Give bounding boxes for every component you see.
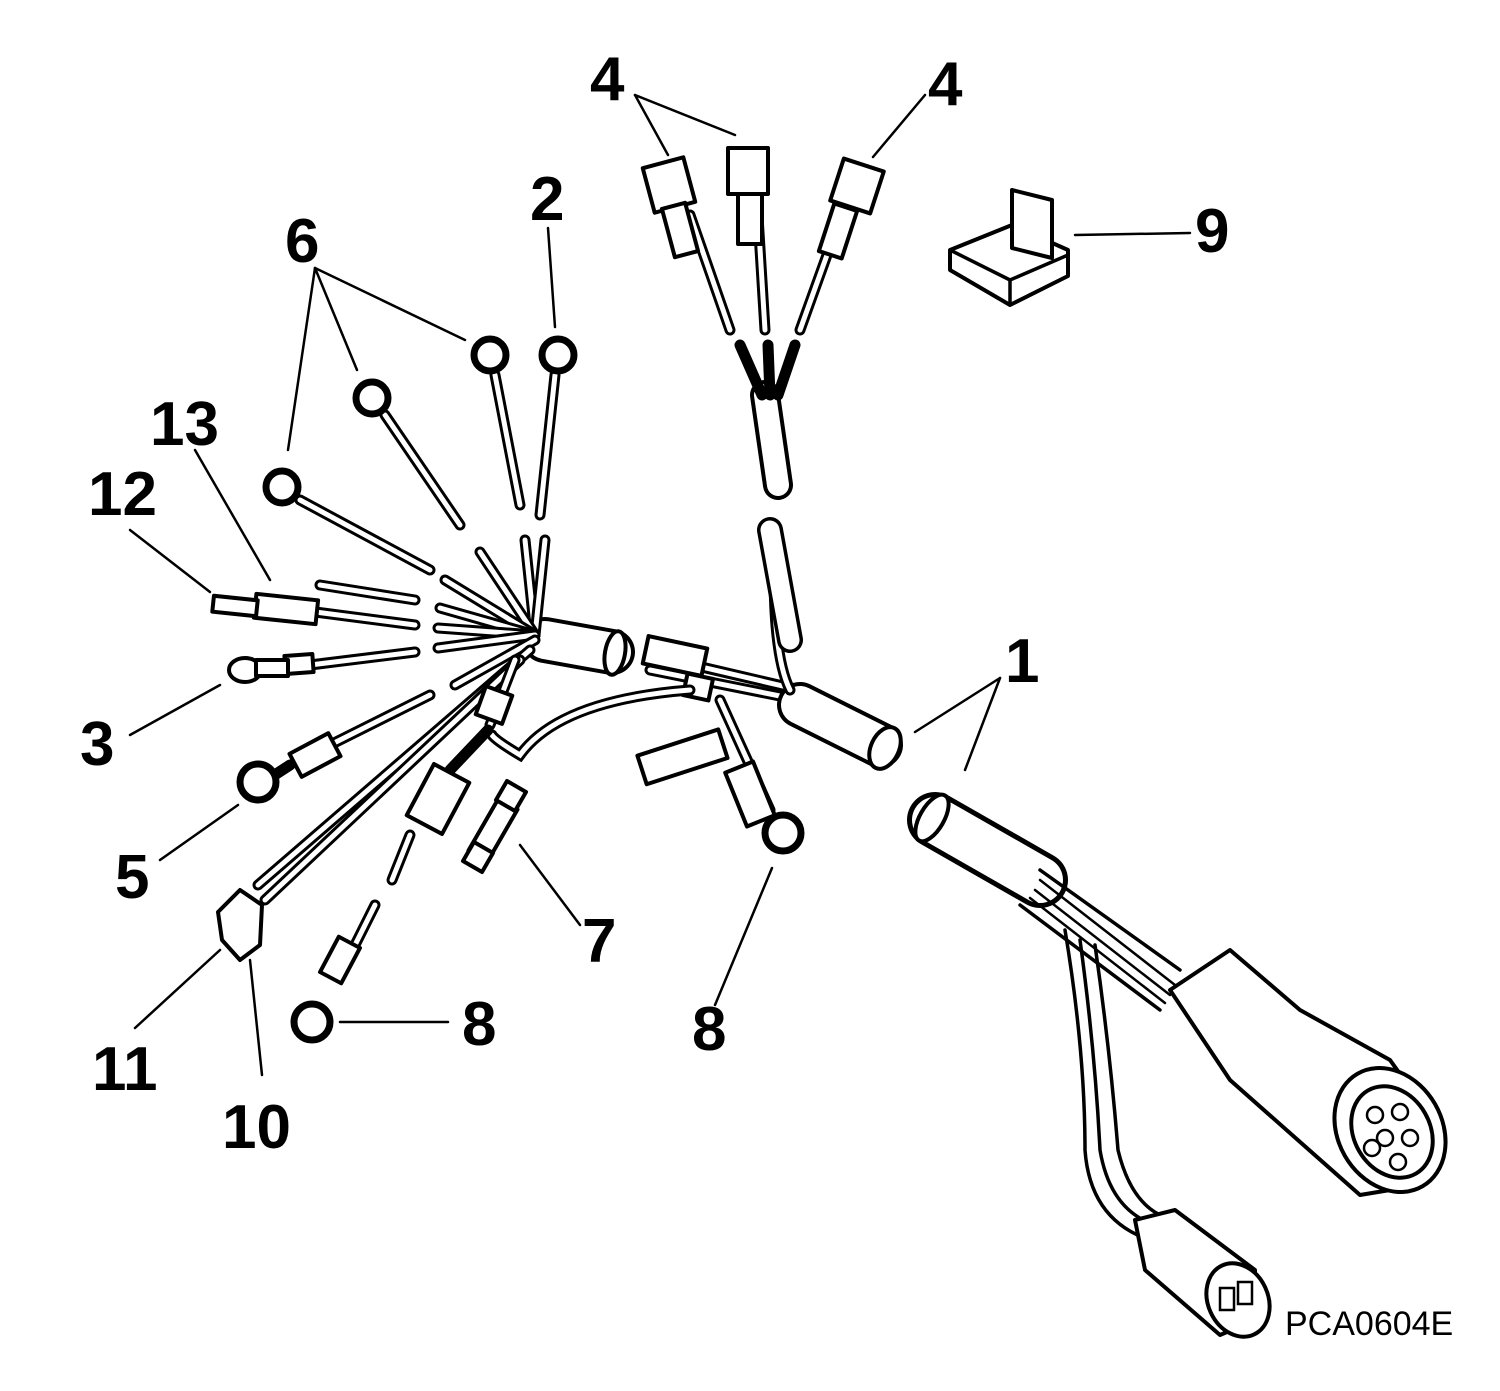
main-cable <box>907 792 1182 1242</box>
fuse <box>460 778 529 875</box>
harness-illustration <box>128 93 1448 1339</box>
callout-8a: 8 <box>462 990 496 1059</box>
callout-8b: 8 <box>692 995 726 1064</box>
round-connector-large <box>1168 948 1448 1197</box>
ring-terminal-5 <box>236 731 343 804</box>
female-terminal-left <box>640 155 701 260</box>
bullet-connector <box>210 591 321 627</box>
wire-boot <box>216 644 536 962</box>
female-terminal-right <box>816 156 886 261</box>
wire-fan <box>294 534 551 751</box>
ring-terminal-8b <box>723 759 805 855</box>
inline-connector <box>290 654 521 1044</box>
callout-2: 2 <box>530 165 564 234</box>
female-terminal-middle <box>726 146 770 246</box>
figure-code: PCA0604E <box>1285 1305 1453 1343</box>
callout-4a: 4 <box>590 45 625 114</box>
callout-12: 12 <box>88 460 157 529</box>
ring-terminals-top <box>262 335 578 576</box>
junction-sleeve <box>522 617 635 677</box>
callout-6: 6 <box>285 207 319 276</box>
callout-3: 3 <box>80 710 114 779</box>
connector-block <box>948 188 1070 307</box>
callout-labels: 1 2 3 4 4 5 6 7 8 8 9 10 11 12 13 PCA060… <box>80 45 1453 1343</box>
round-connector-small <box>1133 1208 1272 1339</box>
callout-5: 5 <box>115 843 149 912</box>
main-bundle <box>486 517 903 816</box>
callout-13: 13 <box>150 390 219 459</box>
callout-9: 9 <box>1195 197 1229 266</box>
bullet-terminal <box>227 652 316 684</box>
callout-7: 7 <box>582 907 616 976</box>
callout-10: 10 <box>222 1093 291 1162</box>
leader-lines <box>128 93 1192 1077</box>
callout-11: 11 <box>92 1035 158 1104</box>
callout-1: 1 <box>1005 627 1039 696</box>
upper-terminal-branch <box>640 146 886 500</box>
callout-4b: 4 <box>928 50 963 119</box>
